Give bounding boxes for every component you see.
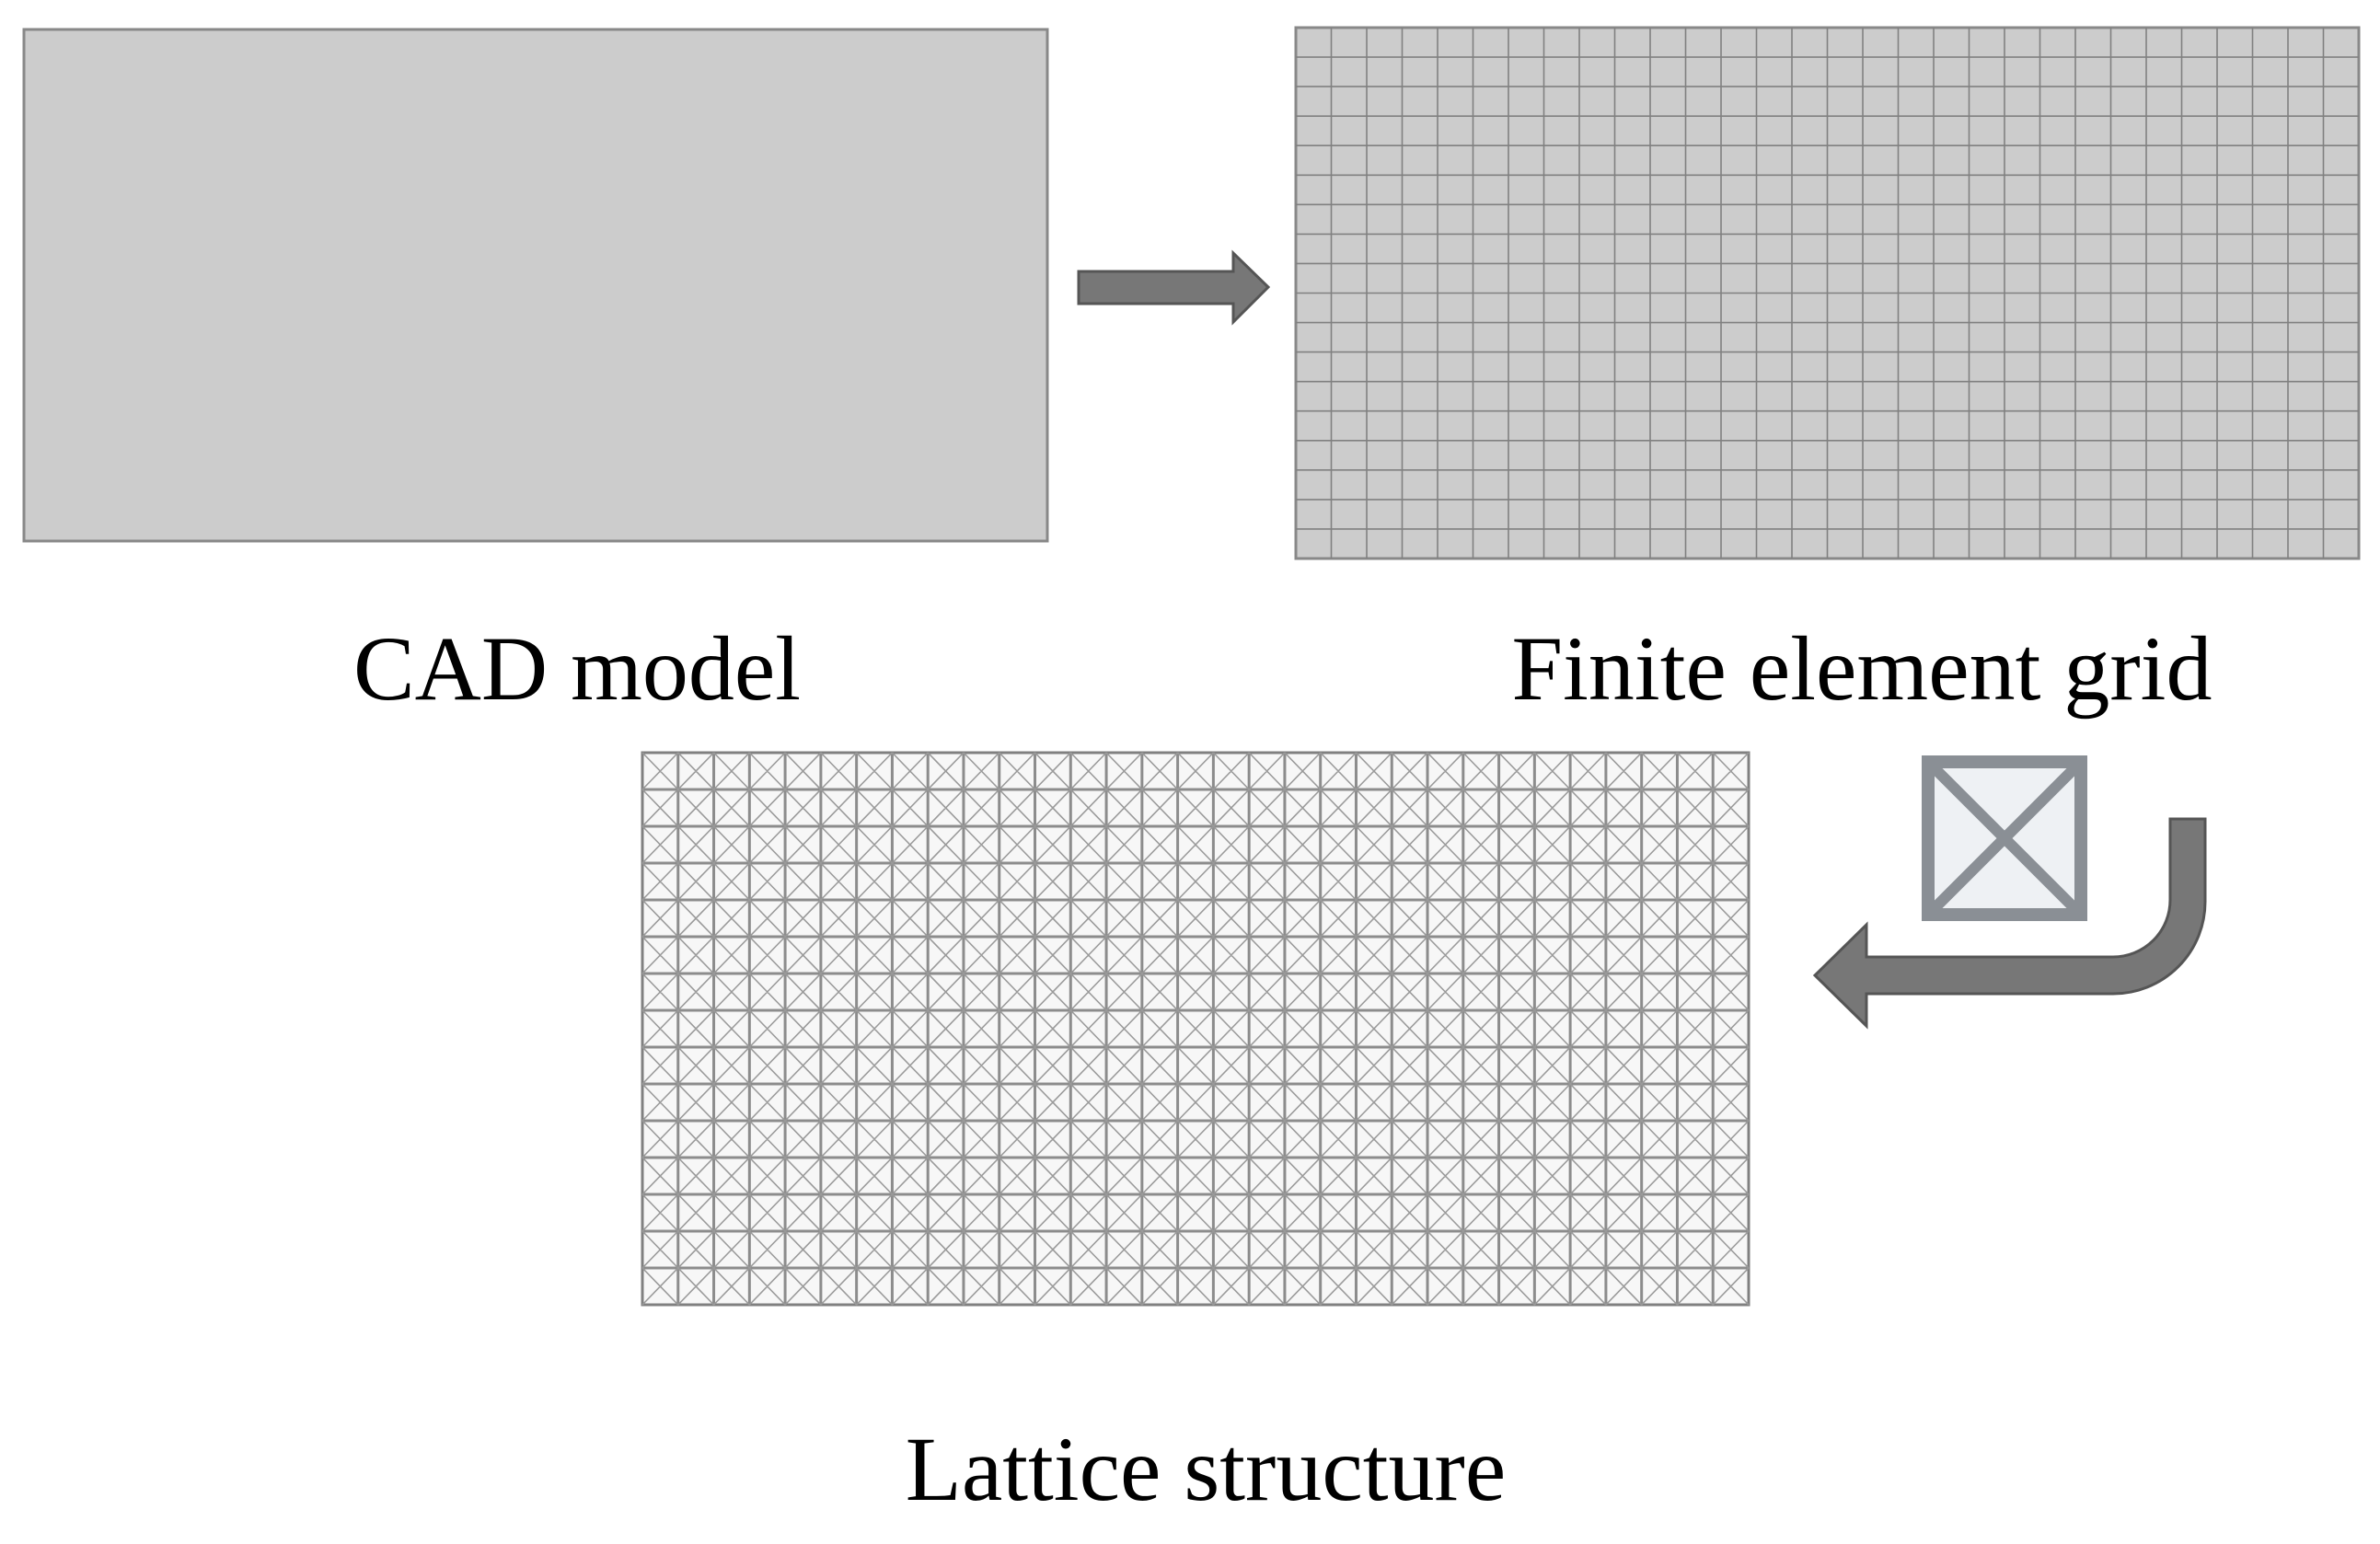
- lattice-structure-label: Lattice structure: [906, 1418, 1506, 1520]
- unit-cell-icon: [1922, 755, 2087, 921]
- right-arrow-icon: [1077, 249, 1271, 326]
- lattice-diagonal-struts: [641, 752, 1750, 1306]
- curved-return-arrow-icon: [1812, 817, 2207, 1030]
- finite-element-grid-lines: [1296, 28, 2359, 559]
- lattice-orthogonal-struts: [642, 753, 1749, 1305]
- finite-element-grid: [1294, 26, 2361, 560]
- cad-model-label: CAD model: [353, 617, 801, 720]
- finite-element-grid-label: Finite element grid: [1512, 617, 2212, 720]
- lattice-structure: [641, 751, 1750, 1307]
- lattice-structure-struts: [641, 752, 1750, 1306]
- cad-model-block: [22, 28, 1049, 543]
